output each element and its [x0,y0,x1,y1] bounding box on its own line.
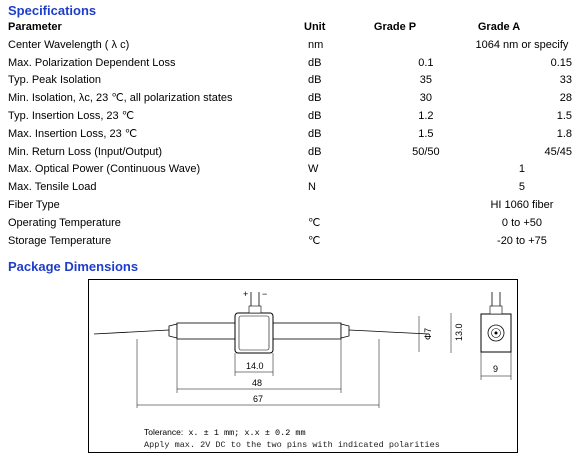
unit-cell: dB [308,109,322,122]
dim-9: 9 [493,364,498,374]
parameter-cell: Max. Optical Power (Continuous Wave) [8,163,201,176]
parameter-cell: Max. Insertion Loss, 23 ℃ [8,127,138,140]
shared-value-cell: 1 [518,163,526,176]
tolerance-note: Tolerance: x. ± 1 mm; x.x ± 0.2 mm [144,427,306,438]
unit-cell [304,197,374,215]
left-boot [168,323,178,339]
grade-a-cell: 1.5 [556,109,572,122]
shared-value-cell: 5 [518,181,526,194]
table-row: Operating Temperature ℃ 0 to +50 [0,215,580,233]
header-grade-a: Grade A [477,21,521,33]
plus-label: + [243,289,248,299]
grade-p-cell: 0.1 [418,56,434,69]
dim-67: 67 [253,394,263,404]
specifications-title: Specifications [8,3,97,18]
minus-label: − [262,289,267,299]
input-fiber [93,329,170,335]
unit-cell: W [308,163,319,176]
shared-value-cell: 1064 nm or specify [475,38,569,51]
parameter-cell: Center Wavelength ( λ c) [8,38,130,51]
table-row: Max. Polarization Dependent Loss dB 0.1 0.1… [0,55,580,73]
shared-value-cell: -20 to +75 [497,234,547,247]
isolator-body [234,312,274,354]
unit-cell: ℃ [308,216,321,229]
specifications-table: Parameter Unit Grade P Grade A Center Wa… [0,19,580,250]
grade-p-cell: 35 [419,74,433,87]
table-row: Fiber Type HI 1060 fiber [0,197,580,215]
unit-cell: dB [308,145,322,158]
parameter-cell: Operating Temperature [8,216,121,229]
parameter-cell: Storage Temperature [8,234,112,247]
unit-cell: dB [308,92,322,105]
grade-p-cell: 50/50 [412,145,440,158]
grade-a-cell: 0.15 [550,56,572,69]
parameter-cell: Fiber Type [8,198,60,211]
tolerance-label: Tolerance: [144,427,184,437]
tolerance-value: x. ± 1 mm; x.x ± 0.2 mm [183,428,306,438]
parameter-cell: Min. Return Loss (Input/Output) [8,145,163,158]
header-parameter: Parameter [8,21,62,33]
table-row: Max. Tensile Load N 5 [0,179,580,197]
right-tube [270,322,342,340]
table-row: Typ. Insertion Loss, 23 ℃ dB 1.2 1.5 [0,108,580,126]
end-view-port [487,324,505,342]
dim-14: 14.0 [246,361,264,371]
grade-p-cell: 30 [419,92,433,105]
package-drawing-svg: + − 14.0 48 67 Φ7 13.0 9 [93,289,512,408]
grade-a-cell: 33 [559,74,572,87]
table-header-row: Parameter Unit Grade P Grade A [0,19,580,37]
parameter-cell: Min. Isolation, λc, 23 ℃, all polarizati… [8,92,233,105]
table-row: Min. Return Loss (Input/Output) dB 50/50 45… [0,144,580,162]
unit-cell: N [308,181,316,194]
grade-p-cell: 1.2 [418,109,434,122]
table-row: Max. Insertion Loss, 23 ℃ dB 1.5 1.8 [0,126,580,144]
unit-cell: dB [308,74,322,87]
right-boot [340,323,350,339]
grade-a-cell: 1.8 [556,127,572,140]
grade-p-cell: 1.5 [418,127,434,140]
header-unit: Unit [304,21,326,33]
unit-cell: ℃ [308,234,321,247]
table-row: Storage Temperature ℃ -20 to +75 [0,233,580,251]
apply-voltage-note: Apply max. 2V DC to the two pins with in… [144,440,440,450]
parameter-cell: Typ. Peak Isolation [8,74,101,87]
dim-phi7: Φ7 [423,328,433,340]
package-dimensions-title: Package Dimensions [8,259,139,274]
parameter-cell: Max. Tensile Load [8,181,97,194]
shared-value-cell: 0 to +50 [501,216,542,229]
package-drawing: + − 14.0 48 67 Φ7 13.0 9 [88,279,518,453]
output-fiber [348,329,430,335]
parameter-cell: Max. Polarization Dependent Loss [8,56,176,69]
grade-a-cell: 45/45 [544,145,572,158]
unit-cell: dB [308,127,322,140]
header-grade-p: Grade P [373,21,417,33]
dim-13: 13.0 [454,323,464,341]
table-row: Min. Isolation, λc, 23 ℃, all polarizati… [0,90,580,108]
unit-cell: dB [308,56,322,69]
left-tube [176,322,238,340]
table-row: Typ. Peak Isolation dB 35 33 [0,72,580,90]
grade-a-cell: 28 [559,92,572,105]
table-row: Max. Optical Power (Continuous Wave) W 1 [0,161,580,179]
unit-cell: nm [308,38,324,51]
shared-value-cell: HI 1060 fiber [490,198,554,211]
dim-48: 48 [252,378,262,388]
parameter-cell: Typ. Insertion Loss, 23 ℃ [8,109,135,122]
table-row: Center Wavelength ( λ c) nm 1064 nm or spe… [0,37,580,55]
